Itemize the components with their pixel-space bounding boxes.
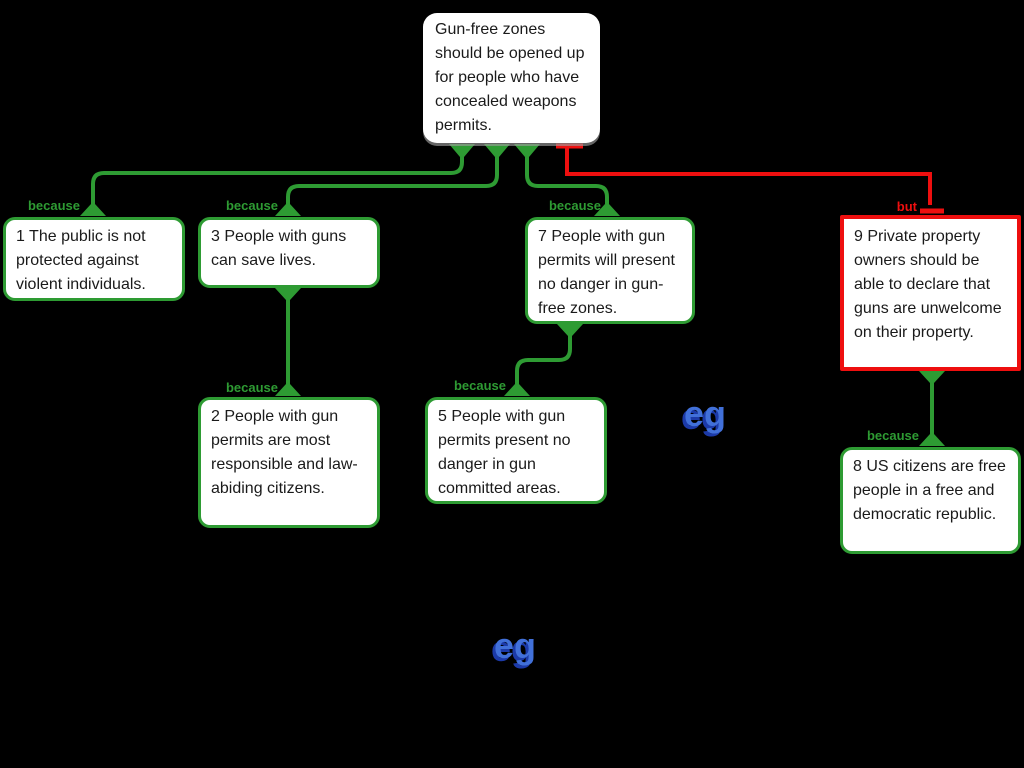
annotation-eg-lower[interactable]: eg (494, 625, 537, 666)
edge-but-contention-claim9-connector (556, 143, 944, 214)
claim-box-1[interactable]: 1 The public is not protected against vi… (3, 217, 185, 301)
claim-box-7[interactable]: 7 People with gun permits will present n… (525, 217, 695, 324)
edge-label-because-claim7: because (548, 198, 601, 213)
claim-box-5[interactable]: 5 People with gun permits present no dan… (425, 397, 607, 504)
edge-because-claim3-claim2-connector (275, 288, 301, 396)
annotation-eg-upper[interactable]: eg (684, 393, 727, 434)
claim-box-8[interactable]: 8 US citizens are free people in a free … (840, 447, 1021, 554)
edge-because-contention-claim3-connector (275, 144, 510, 216)
edge-because-claim7-claim5-connector (504, 324, 583, 396)
contention-box[interactable]: Gun-free zones should be opened up for p… (423, 13, 600, 143)
edge-label-because-claim3: because (225, 198, 278, 213)
claim-box-3[interactable]: 3 People with guns can save lives. (198, 217, 380, 288)
objection-box-9[interactable]: 9 Private property owners should be able… (840, 215, 1021, 371)
claim-box-2[interactable]: 2 People with gun permits are most respo… (198, 397, 380, 528)
edge-label-but-claim9: but (896, 199, 917, 214)
edge-label-because-claim1: because (27, 198, 80, 213)
edge-because-contention-claim1-connector (80, 144, 475, 216)
edge-because-contention-claim7-connector (514, 144, 620, 216)
edge-because-claim9-claim8-connector (919, 371, 945, 446)
edge-label-because-claim8: because (866, 428, 919, 443)
edge-label-because-claim5: because (453, 378, 506, 393)
edge-label-because-claim2: because (225, 380, 278, 395)
